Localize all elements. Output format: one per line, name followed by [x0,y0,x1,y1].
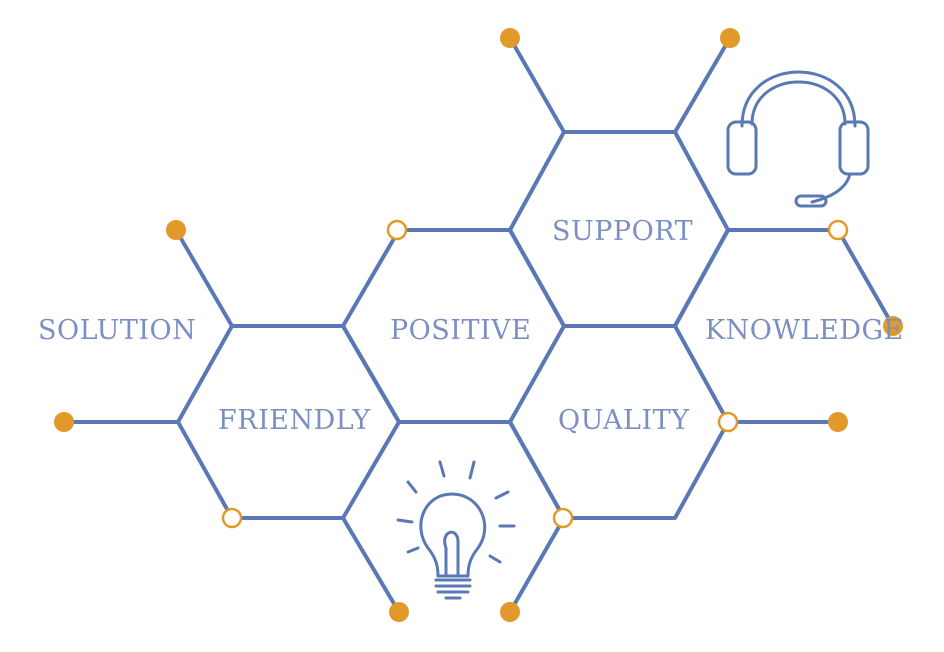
hexagon-lightbulb-left [341,516,401,614]
ring-friendly [221,507,243,529]
hexagon-lightbulb [397,420,566,614]
ring-positive [386,219,408,241]
dot-knowledge [883,316,903,336]
accent-dots [54,28,903,622]
headset-icon [726,70,870,208]
label-positive: POSITIVE [390,315,532,346]
spoke-right-knowledge [836,228,895,328]
dot-top-right [720,28,740,48]
label-solution: SOLUTION [38,315,197,346]
ring-lightbulb [552,507,574,529]
connector-knowledge [673,228,730,328]
label-support: SUPPORT [552,216,694,247]
dot-bottom-right [500,602,520,622]
dot-left [54,412,74,432]
label-friendly: FRIENDLY [218,405,371,436]
label-knowledge: KNOWLEDGE [705,315,904,346]
spoke-support-right [673,36,732,134]
label-quality: QUALITY [558,405,690,436]
lightbulb-icon [396,460,516,600]
spoke-support-left [508,36,566,134]
ring-support [827,219,849,241]
dot-top-left [500,28,520,48]
ring-quality [717,411,739,433]
dot-solution [166,220,186,240]
dot-right [828,412,848,432]
spoke-solution [174,228,234,328]
dot-bottom-left [389,602,409,622]
hexagon-grid [62,36,895,614]
